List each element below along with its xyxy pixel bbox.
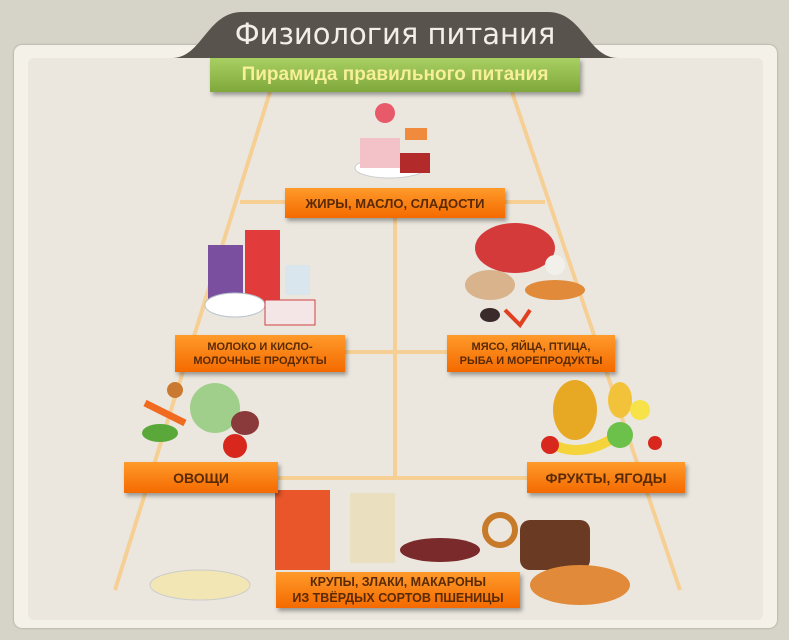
sweets-image bbox=[354, 103, 430, 179]
label-text: МОЛОЧНЫЕ ПРОДУКТЫ bbox=[193, 354, 327, 367]
title-tab bbox=[172, 12, 618, 58]
label-text: ФРУКТЫ, ЯГОДЫ bbox=[545, 469, 667, 486]
dairy-image bbox=[204, 230, 316, 326]
label-text: МОЛОКО И КИСЛО- bbox=[207, 340, 313, 353]
label-text: КРУПЫ, ЗЛАКИ, МАКАРОНЫ bbox=[310, 575, 486, 589]
fruits-image bbox=[541, 380, 662, 455]
label-text: РЫБА И МОРЕПРОДУКТЫ bbox=[459, 354, 603, 367]
label-grains: КРУПЫ, ЗЛАКИ, МАКАРОНЫ ИЗ ТВЁРДЫХ СОРТОВ … bbox=[276, 572, 520, 608]
label-text: ЖИРЫ, МАСЛО, СЛАДОСТИ bbox=[305, 195, 485, 211]
label-dairy: МОЛОКО И КИСЛО-МОЛОЧНЫЕ ПРОДУКТЫ bbox=[175, 335, 345, 372]
label-text: ИЗ ТВЁРДЫХ СОРТОВ ПШЕНИЦЫ bbox=[292, 591, 504, 605]
meat-image bbox=[465, 223, 585, 329]
label-text: ОВОЩИ bbox=[173, 469, 229, 486]
page-title: Физиология питания bbox=[234, 17, 556, 51]
label-meat: МЯСО, ЯЙЦА, ПТИЦА,РЫБА И МОРЕПРОДУКТЫ bbox=[447, 335, 615, 372]
page-subtitle: Пирамида правильного питания bbox=[210, 58, 580, 92]
vegetables-image bbox=[142, 382, 259, 458]
label-fruits: ФРУКТЫ, ЯГОДЫ bbox=[527, 462, 685, 493]
grains-image bbox=[149, 490, 630, 605]
label-fats-sweets: ЖИРЫ, МАСЛО, СЛАДОСТИ bbox=[285, 188, 505, 218]
label-vegetables: ОВОЩИ bbox=[124, 462, 278, 493]
label-text: МЯСО, ЯЙЦА, ПТИЦА, bbox=[471, 340, 591, 353]
